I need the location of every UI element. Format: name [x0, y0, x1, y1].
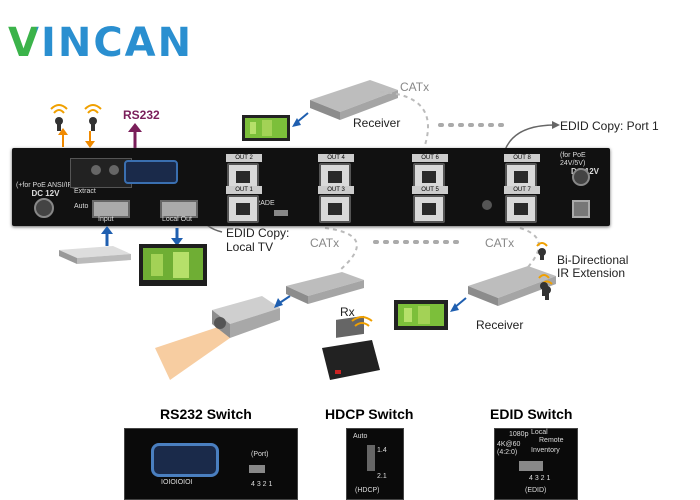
projector-icon — [212, 296, 280, 338]
edid-switch-title: EDID Switch — [490, 406, 573, 422]
edid-inset-text-e: Inventory — [531, 447, 560, 454]
tv-icon — [242, 115, 290, 141]
remote-control-icon — [322, 315, 380, 380]
brand-logo: VINCAN — [8, 20, 193, 66]
rs232-port[interactable] — [124, 160, 178, 184]
ir-icons-right — [536, 242, 550, 296]
ir-jack-2[interactable] — [109, 165, 119, 175]
logo-text: VINCAN — [8, 20, 194, 66]
catx-top-label: CATx — [400, 80, 430, 94]
local-tv-icon — [139, 244, 207, 286]
edid-inset-text-f: 4 3 2 1 — [529, 475, 551, 482]
out-label-5: OUT 5 — [412, 186, 448, 194]
ir-jack-right[interactable] — [482, 200, 492, 210]
edid-inset-text-b: Local — [531, 429, 548, 436]
bluray-player-icon — [59, 246, 131, 264]
edid-switch-inset: 1080p Local Remote 4K@60 (4:2:0) Invento… — [494, 428, 578, 500]
rx-box-icon — [286, 272, 364, 304]
arrow-to-tv-bottom-icon — [450, 297, 467, 312]
local-out-label: Local Out — [162, 216, 192, 223]
edid-local-label: EDID Copy: Local TV — [226, 226, 290, 254]
arrow-down-icon — [171, 228, 183, 246]
rx-group — [155, 272, 380, 380]
dc-jack-right[interactable] — [572, 168, 590, 186]
ir-emitter-right-icon — [536, 242, 548, 260]
extender-device: (+for PoE ANSI/IR) DC 12V Extract Auto I… — [12, 148, 610, 226]
hdcp-inset-text-b: 1.4 — [377, 447, 387, 454]
hdcp-toggle-switch[interactable] — [367, 445, 375, 471]
receiver-box-icon — [310, 80, 398, 120]
input-label: Input — [98, 216, 114, 223]
auto-label: Auto — [74, 203, 89, 210]
rs232-switch-title: RS232 Switch — [160, 406, 252, 422]
edid-inset-text-d: 4K@60 (4:2:0) — [497, 441, 521, 456]
receiver-top-label: Receiver — [353, 116, 401, 130]
edid-inset-text-g: (EDID) — [525, 487, 547, 494]
out-label-6: OUT 6 — [412, 154, 448, 162]
usb-upgrade-port[interactable] — [274, 210, 288, 216]
ir-receiver-icon — [84, 104, 102, 131]
local-devices — [59, 244, 207, 286]
rs232-dip-switch[interactable] — [249, 465, 265, 473]
edid-port1-label: EDID Copy: Port 1 — [560, 119, 659, 133]
ir-receiver-right-icon — [538, 274, 550, 296]
out-label-8: OUT 8 — [504, 154, 540, 162]
edid-inset-text-c: Remote — [539, 437, 564, 444]
rs232-inset-text-a: IOIOIOIOI — [161, 479, 193, 486]
hdcp-switch-title: HDCP Switch — [325, 406, 414, 422]
ground-screw-icon — [572, 200, 590, 218]
hdmi-local-out-port[interactable] — [160, 200, 198, 218]
light-beam — [155, 323, 230, 380]
catx-mid-left-label: CATx — [310, 236, 340, 250]
ir-icons-top — [50, 104, 102, 148]
hdcp-inset-text-c: 2.1 — [377, 473, 387, 480]
hdcp-inset-text-a: Auto — [353, 433, 368, 440]
ir-emitter-icon — [50, 104, 68, 131]
ir-jack-1[interactable] — [91, 165, 101, 175]
hdmi-input-port[interactable] — [92, 200, 130, 218]
rs232-inset-text-b: (Port) — [251, 451, 269, 458]
signal-icon — [351, 316, 373, 327]
receiver-bottom-group — [394, 266, 556, 330]
hdcp-inset-text-d: (HDCP) — [355, 487, 380, 494]
ir-arrow-up-icon — [58, 128, 68, 147]
out-label-2: OUT 2 — [226, 154, 262, 162]
receiver-top-group — [242, 80, 398, 141]
arrow-to-tv-icon — [292, 112, 309, 127]
edid-inset-text-a: 1080p — [509, 431, 529, 438]
dc-left-label: (+for PoE ANSI/IR) DC 12V — [16, 182, 75, 198]
arrow-up-icon — [101, 226, 113, 246]
rs232-inset-text-c: 4 3 2 1 — [251, 481, 273, 488]
rj45-out-3[interactable] — [319, 195, 351, 223]
out-label-3: OUT 3 — [318, 186, 354, 194]
rx-label: Rx — [340, 305, 355, 319]
dc-jack-left[interactable] — [34, 198, 54, 218]
hdcp-switch-inset: Auto 1.4 2.1 (HDCP) — [346, 428, 404, 500]
io-arrows — [101, 226, 183, 246]
receiver-bottom-label: Receiver — [476, 318, 524, 332]
ir-jack-panel — [70, 158, 132, 188]
edid-dip-switch[interactable] — [519, 461, 543, 471]
ir-extension-label: Bi-Directional IR Extension — [557, 253, 629, 280]
rs232-switch-inset: IOIOIOIOI (Port) 4 3 2 1 — [124, 428, 298, 500]
rj45-out-5[interactable] — [413, 195, 445, 223]
catx-mid-right-label: CATx — [485, 236, 515, 250]
out-label-7: OUT 7 — [504, 186, 540, 194]
arrow-to-projector-icon — [274, 295, 291, 308]
rj45-out-7[interactable] — [505, 195, 537, 223]
out-label-1: OUT 1 — [226, 186, 262, 194]
extract-label: Extract — [74, 188, 96, 195]
rs232-arrow-icon — [128, 123, 142, 148]
db9-connector-icon — [151, 443, 219, 477]
tv-bottom-icon — [394, 300, 448, 330]
ir-arrow-down-icon — [85, 131, 95, 148]
rj45-out-1[interactable] — [227, 195, 259, 223]
out-label-4: OUT 4 — [318, 154, 354, 162]
rs232-label: RS232 — [123, 108, 160, 122]
